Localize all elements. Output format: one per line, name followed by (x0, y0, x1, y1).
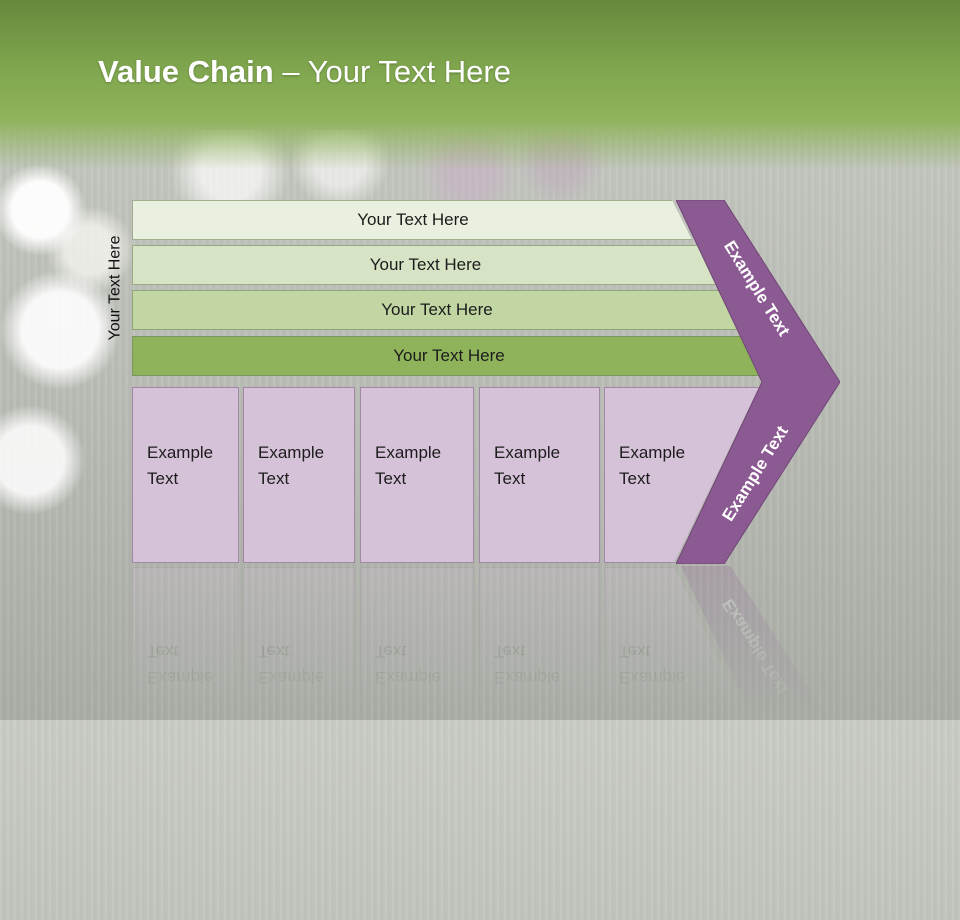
vertical-label: Your Text Here (100, 200, 130, 376)
reflect-box-5-line1: Example (619, 668, 686, 687)
box-5-line1: Example (619, 443, 686, 462)
primary-activity-box-1: Example Text (132, 387, 239, 563)
box-1-line2: Text (147, 469, 179, 488)
chevron-shape (676, 200, 840, 564)
reflect-box-5: Example Text (604, 567, 764, 743)
reflect-box-4-line1: Example (494, 668, 561, 687)
support-bar-3: Your Text Here (132, 290, 740, 330)
reflect-box-2-line1: Example (258, 668, 325, 687)
reflect-chevron-lower-label: Example Text (718, 596, 792, 698)
support-bar-4: Your Text Here (132, 336, 764, 376)
title-rest: – Your Text Here (273, 54, 511, 89)
support-bar-2: Your Text Here (132, 245, 717, 285)
reflect-chevron-shape (676, 556, 840, 920)
reflect-box-5-line2: Text (619, 642, 651, 661)
box-2-line2: Text (258, 469, 290, 488)
mirror-reflection: Example Text Example Text Example Text E… (0, 556, 960, 920)
primary-activity-box-2: Example Text (243, 387, 355, 563)
box-4-line1: Example (494, 443, 561, 462)
reflect-box-4-line2: Text (494, 642, 526, 661)
box-3-line1: Example (375, 443, 442, 462)
support-bar-1: Your Text Here (132, 200, 692, 240)
primary-activity-box-3: Example Text (360, 387, 474, 563)
vertical-label-text: Your Text Here (106, 235, 124, 341)
reflect-box-1-line1: Example (147, 668, 214, 687)
reflect-box-3: Example Text (360, 567, 474, 743)
box-3-line2: Text (375, 469, 407, 488)
box-2-line1: Example (258, 443, 325, 462)
reflect-box-2: Example Text (243, 567, 355, 743)
margin-chevron: Example Text Example Text (676, 200, 840, 564)
reflect-box-4: Example Text (479, 567, 600, 743)
reflect-box-1-line2: Text (147, 642, 179, 661)
reflect-box-2-line2: Text (258, 642, 290, 661)
box-1-line1: Example (147, 443, 214, 462)
title-bar: Value Chain – Your Text Here (0, 0, 960, 170)
slide-title: Value Chain – Your Text Here (98, 54, 511, 90)
primary-activity-box-4: Example Text (479, 387, 600, 563)
reflect-box-3-line1: Example (375, 668, 442, 687)
title-bold: Value Chain (98, 54, 274, 89)
box-5-line2: Text (619, 469, 651, 488)
reflect-box-1: Example Text (132, 567, 239, 743)
box-4-line2: Text (494, 469, 526, 488)
reflect-box-3-line2: Text (375, 642, 407, 661)
reflect-chevron: Example Text (676, 556, 840, 920)
